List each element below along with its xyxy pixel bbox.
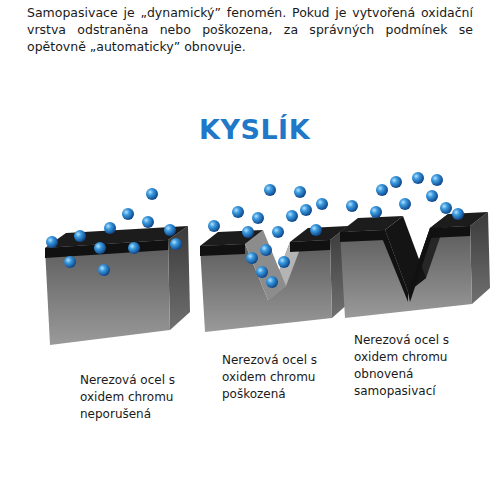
block-caption: Nerezová ocel s oxidem chromu poškozená — [222, 352, 320, 403]
oxygen-spheres — [46, 172, 464, 288]
steel-block-restored — [340, 212, 490, 318]
block-caption: Nerezová ocel s oxidem chromu obnovená s… — [354, 332, 452, 400]
block-caption: Nerezová ocel s oxidem chromu neporušená — [80, 372, 178, 423]
diagram-title: KYSLÍK — [199, 114, 310, 145]
steel-block-damaged — [200, 226, 350, 332]
intro-paragraph: Samopasivace je „dynamický” fenomén. Pok… — [27, 4, 473, 55]
steel-block-intact — [45, 226, 190, 345]
